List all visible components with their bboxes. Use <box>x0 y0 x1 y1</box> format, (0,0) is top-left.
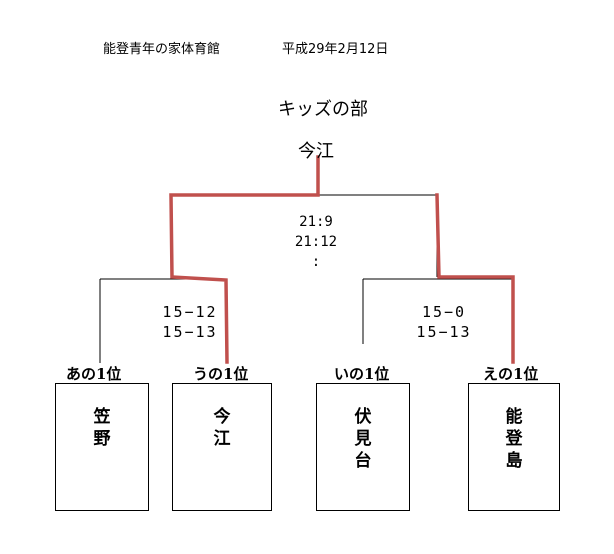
final-score: 21:9 21:12 : <box>284 212 348 272</box>
team-name-char: 笠 <box>93 407 111 427</box>
team-box-kasano: 笠 野 <box>55 383 149 511</box>
right-semifinal-set-1: 15−0 <box>421 303 467 321</box>
venue-label: 能登青年の家体育館 <box>103 42 221 57</box>
winner-path-final <box>169 155 320 364</box>
seed-label-i: いの1位 <box>334 365 390 383</box>
left-semifinal-score: 15−12 15−13 <box>150 302 230 342</box>
team-name: 笠 野 <box>56 406 148 450</box>
team-name-char: 伏 <box>354 407 372 427</box>
winner-label: 今江 <box>298 141 334 162</box>
team-name-char: 島 <box>505 451 523 471</box>
team-name-char: 今 <box>213 407 231 427</box>
right-semifinal-set-2: 15−13 <box>416 323 472 341</box>
team-name-char: 江 <box>213 429 231 449</box>
date-label: 平成29年2月12日 <box>282 42 389 57</box>
team-name-char: 野 <box>93 429 111 449</box>
winner-path-right <box>435 193 515 364</box>
team-name: 伏 見 台 <box>317 406 409 472</box>
left-semifinal-set-2: 15−13 <box>162 323 218 341</box>
page-title: キッズの部 <box>278 99 368 120</box>
seed-label-u: うの1位 <box>193 365 249 383</box>
final-score-set-1: 21:9 <box>299 214 333 230</box>
team-name: 今 江 <box>173 406 271 450</box>
team-name-char: 台 <box>354 451 372 471</box>
final-score-set-3: : <box>311 254 321 270</box>
team-name: 能 登 島 <box>469 406 559 472</box>
team-name-char: 登 <box>505 429 523 449</box>
team-box-imae: 今 江 <box>172 383 272 511</box>
seed-label-e: えの1位 <box>483 365 539 383</box>
final-score-set-2: 21:12 <box>294 234 338 250</box>
team-name-char: 見 <box>354 429 372 449</box>
team-box-notojima: 能 登 島 <box>468 383 560 511</box>
team-name-char: 能 <box>505 407 523 427</box>
seed-label-a: あの1位 <box>66 365 122 383</box>
left-semifinal-set-1: 15−12 <box>162 303 218 321</box>
right-semifinal-score: 15−0 15−13 <box>404 302 484 342</box>
team-box-fushimidai: 伏 見 台 <box>316 383 410 511</box>
